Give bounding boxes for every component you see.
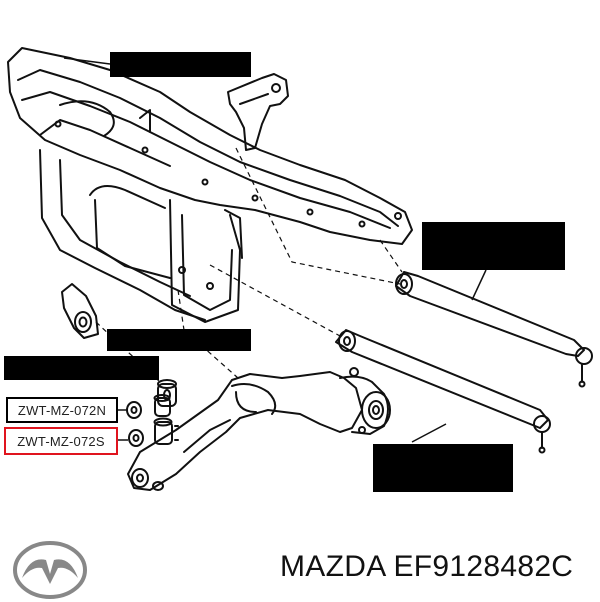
lower-left-bracket bbox=[61, 283, 99, 339]
upper-bracket bbox=[227, 73, 289, 151]
redacted-label-center bbox=[107, 329, 251, 351]
part-number-caption: MAZDA EF9128482C bbox=[280, 550, 574, 583]
redacted-label-right-upper bbox=[422, 222, 565, 270]
part-label-n: ZWT-MZ-072N bbox=[6, 397, 118, 423]
lower-control-arm bbox=[127, 367, 391, 491]
part-label-s: ZWT-MZ-072S bbox=[4, 427, 118, 455]
redacted-label-left bbox=[4, 356, 159, 380]
redacted-label-top bbox=[110, 52, 251, 77]
callout-lines bbox=[63, 57, 487, 443]
lower-lateral-link bbox=[335, 329, 551, 454]
upper-lateral-link bbox=[395, 271, 593, 388]
redacted-label-right-lower bbox=[373, 444, 513, 492]
mazda-logo-icon bbox=[13, 541, 87, 599]
bushing-s bbox=[128, 417, 179, 447]
bushing-upper bbox=[157, 379, 177, 407]
rear-subframe bbox=[7, 47, 413, 323]
